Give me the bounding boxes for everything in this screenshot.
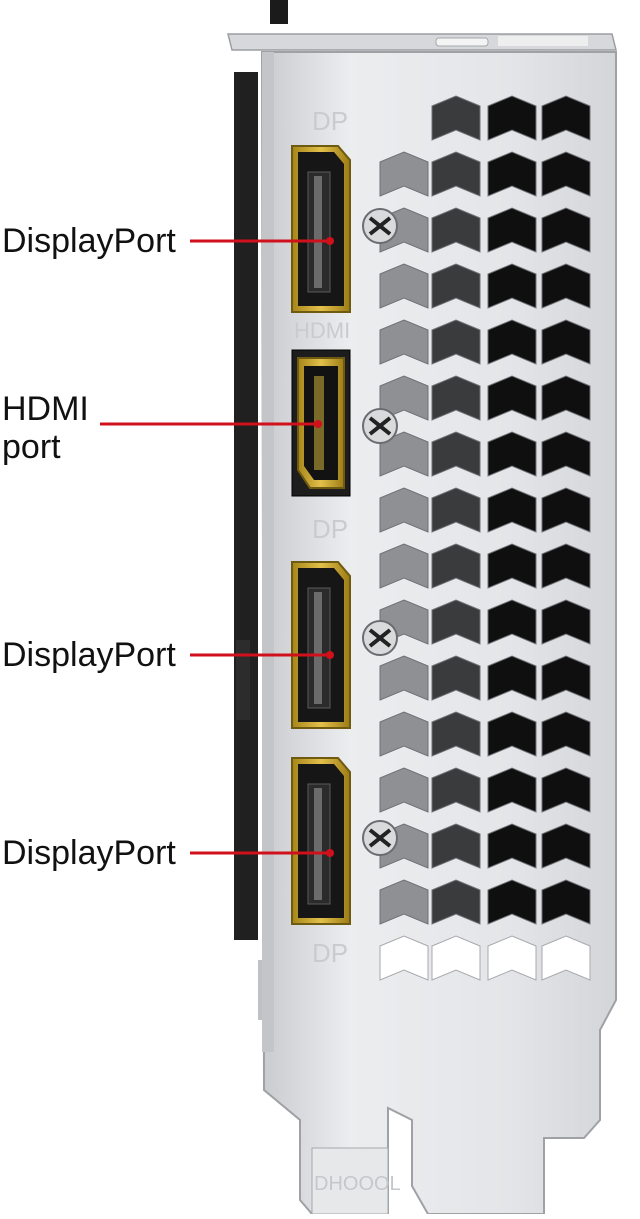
vent-cutout (487, 823, 537, 869)
vent-cutout (541, 543, 591, 589)
vent-cutout (431, 711, 481, 757)
vent-cutout (431, 431, 481, 477)
screw-icon (362, 408, 398, 444)
card-edge (234, 0, 288, 1020)
displayport-connector (291, 561, 351, 729)
vent-cutout (487, 767, 537, 813)
vent-cutout (487, 95, 537, 141)
vent-cutout (487, 319, 537, 365)
vent-cutout (379, 543, 429, 589)
vent-cutout (379, 711, 429, 757)
callout-label-displayport-1: DisplayPort (2, 222, 176, 260)
vent-cutout (379, 879, 429, 925)
vent-cutout (541, 95, 591, 141)
leader-lines (100, 237, 334, 857)
vent-cutout (541, 935, 591, 981)
vent-cutout (541, 263, 591, 309)
bracket-marking-dp-middle: DP (312, 514, 348, 544)
vent-cutout (541, 375, 591, 421)
vent-cutout (487, 487, 537, 533)
vent-cutout (379, 151, 429, 197)
vent-cutout (487, 711, 537, 757)
screw-icon (362, 820, 398, 856)
vent-cutout (431, 95, 481, 141)
vent-cutout (431, 375, 481, 421)
bracket-marking-dp-bottom: DP (312, 938, 348, 968)
vent-cutout (541, 767, 591, 813)
vent-cutout (379, 655, 429, 701)
screw-icon (362, 208, 398, 244)
bracket-marking-code: DHOOOL (314, 1173, 401, 1195)
vent-cutout (379, 767, 429, 813)
vent-cutout (541, 319, 591, 365)
vent-cutout (541, 711, 591, 757)
bracket-top-lip (227, 33, 617, 51)
vent-cutout (431, 207, 481, 253)
screw-icon (362, 620, 398, 656)
callout-label-hdmi: HDMI port (2, 390, 89, 466)
vent-cutout (541, 823, 591, 869)
vent-cutout (487, 151, 537, 197)
bracket-screws (362, 208, 398, 856)
vent-cutout (541, 431, 591, 477)
vent-cutout (487, 543, 537, 589)
vent-cutout (379, 487, 429, 533)
vent-cutout (487, 431, 537, 477)
vent-cutout (379, 263, 429, 309)
vent-cutout (379, 319, 429, 365)
bracket-marking-dp-top: DP (312, 106, 348, 136)
displayport-connector (291, 757, 351, 925)
leader-dot-4 (326, 849, 334, 857)
vent-cutout (541, 207, 591, 253)
vent-cutout (487, 207, 537, 253)
vent-cutout (379, 935, 429, 981)
vent-cutout (431, 543, 481, 589)
vent-cutout (487, 655, 537, 701)
vent-cutout (379, 431, 429, 477)
bracket-marking-hdmi: HDMI (294, 318, 350, 343)
vent-cutout (431, 823, 481, 869)
vent-cutout (487, 375, 537, 421)
vent-cutout (541, 599, 591, 645)
vent-cutout (541, 879, 591, 925)
vent-cutout (431, 655, 481, 701)
vent-cutout (431, 599, 481, 645)
vent-cutout (431, 151, 481, 197)
vent-cutout (431, 487, 481, 533)
vent-cutout (487, 879, 537, 925)
vent-grid (379, 95, 591, 981)
vent-cutout (541, 655, 591, 701)
callout-label-displayport-2: DisplayPort (2, 636, 176, 674)
vent-cutout (541, 151, 591, 197)
vent-cutout (487, 935, 537, 981)
displayport-connector (291, 145, 351, 313)
vent-cutout (431, 935, 481, 981)
leader-dot-2 (314, 420, 322, 428)
callout-label-displayport-3: DisplayPort (2, 834, 176, 872)
vent-cutout (431, 879, 481, 925)
vent-cutout (431, 263, 481, 309)
leader-dot-1 (326, 237, 334, 245)
vent-cutout (487, 599, 537, 645)
vent-cutout (487, 263, 537, 309)
vent-cutout (431, 767, 481, 813)
vent-cutout (541, 487, 591, 533)
leader-dot-3 (326, 651, 334, 659)
vent-cutout (431, 319, 481, 365)
